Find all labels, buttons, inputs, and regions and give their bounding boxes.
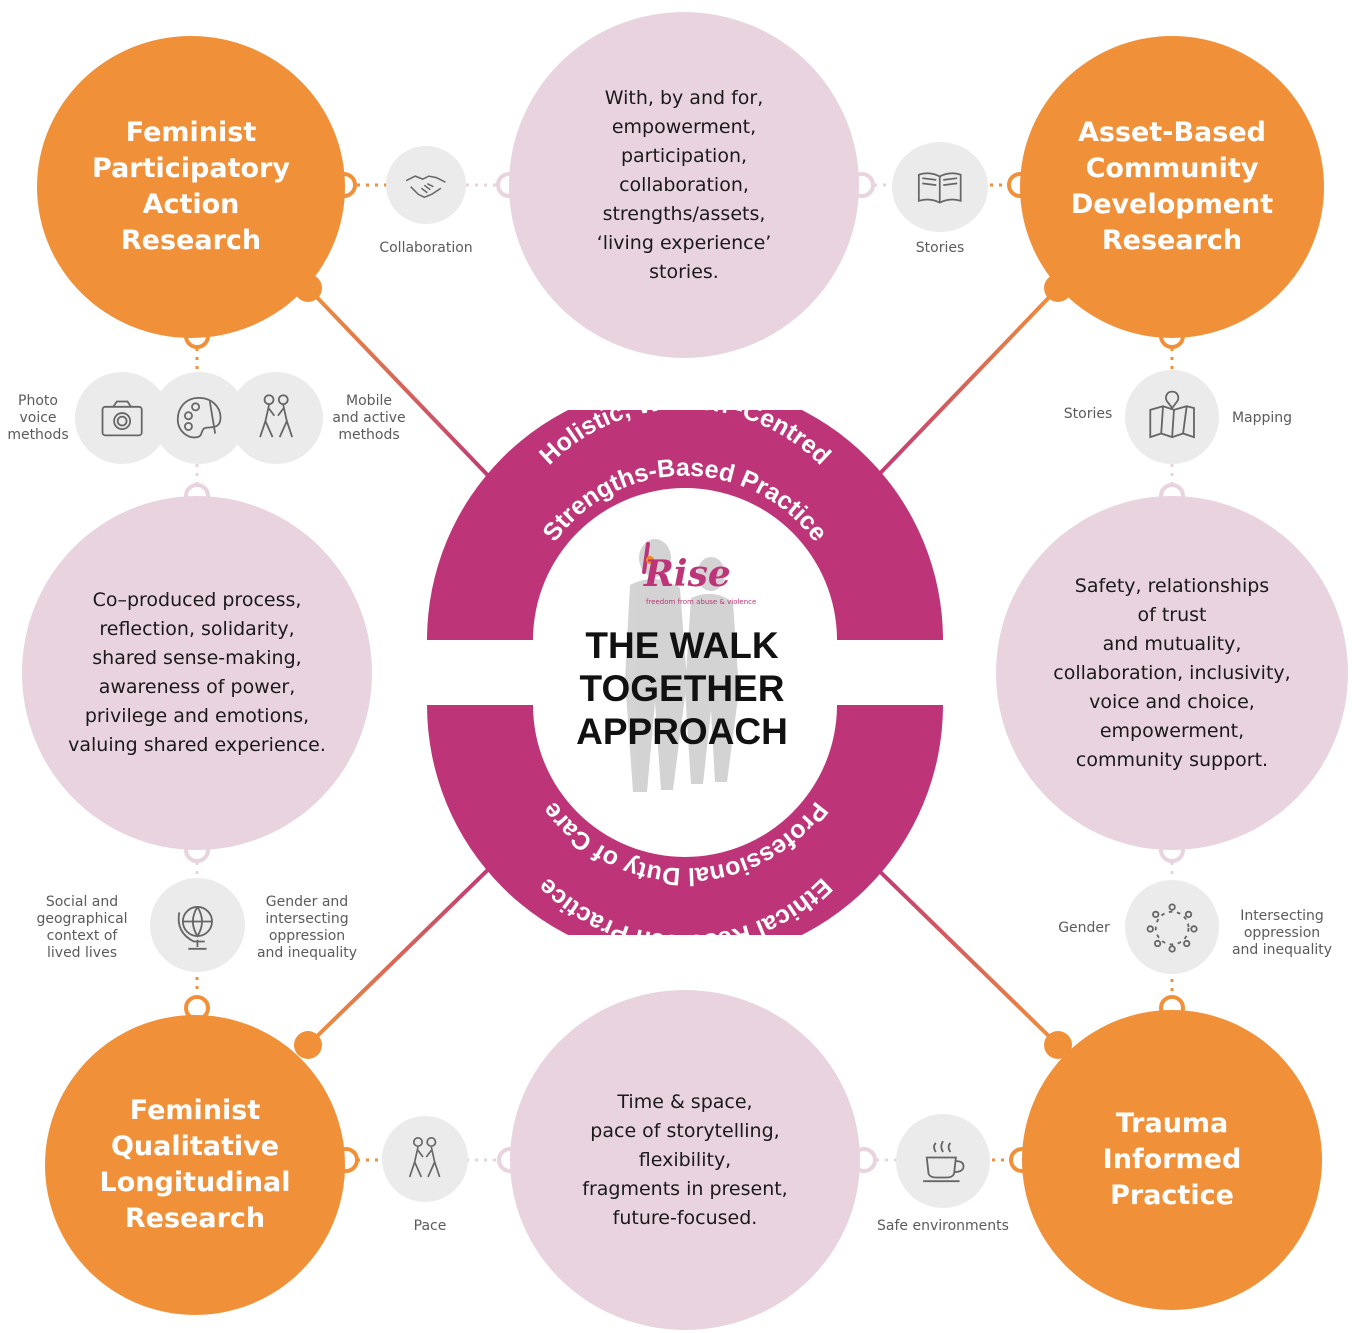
label-mobile-active: Mobile and active methods	[332, 393, 406, 443]
diagonal-connector-bl	[306, 856, 502, 1047]
diagonal-connector-br	[864, 856, 1060, 1047]
theme-top: With, by and for, empowerment, participa…	[509, 12, 859, 358]
center-title: THE WALK TOGETHER APPROACH	[576, 625, 788, 752]
book-icon	[892, 142, 988, 232]
approach-asset-based-community-development-research: Asset-Based Community Development Resear…	[1020, 36, 1324, 338]
label-safe-environments: Safe environments	[877, 1218, 1009, 1234]
central-ring: Holistic, Women–Centred Strengths-Based …	[427, 410, 943, 935]
label-stories-top: Stories	[915, 240, 965, 256]
logo-wordmark: Rise	[644, 553, 731, 595]
globe-icon	[150, 878, 245, 972]
approach-trauma-informed-practice: Trauma Informed Practice	[1022, 1010, 1322, 1310]
handshake-icon	[386, 146, 466, 224]
ring-top-band	[427, 410, 943, 640]
theme-bottom: Time & space, pace of storytelling, flex…	[510, 990, 860, 1330]
label-social-geographical: Social and geographical context of lived…	[36, 894, 128, 961]
walking-silhouette	[625, 539, 739, 792]
logo-tagline: freedom from abuse & violence	[646, 598, 757, 606]
diagonal-connector-tl	[306, 286, 502, 490]
label-pace: Pace	[413, 1218, 447, 1234]
approach-feminist-participatory-action-research: Feminist Participatory Action Research	[37, 36, 345, 338]
rise-logo: Rise freedom from abuse & violence	[636, 538, 756, 614]
ring-bottom-band	[427, 705, 943, 935]
label-mapping: Mapping	[1231, 410, 1293, 426]
approach-feminist-qualitative-longitudinal-research: Feminist Qualitative Longitudinal Resear…	[45, 1015, 345, 1315]
label-gender-intersecting: Gender and intersecting oppression and i…	[256, 894, 358, 961]
label-intersecting-oppression: Intersecting oppression and inequality	[1231, 908, 1333, 958]
theme-left: Co–produced process, reflection, solidar…	[22, 496, 372, 850]
map-pin-icon	[1125, 370, 1219, 464]
walking-people-icon	[229, 372, 323, 464]
label-collaboration: Collaboration	[379, 240, 473, 256]
label-gender: Gender	[1058, 920, 1110, 936]
theme-right: Safety, relationships of trust and mutua…	[996, 496, 1348, 850]
label-photo-voice: Photo voice methods	[7, 393, 69, 443]
rise-logo-mark	[642, 542, 654, 574]
label-stories-right: Stories	[1063, 406, 1113, 422]
circle-of-people-icon	[1125, 880, 1219, 974]
coffee-cup-icon	[896, 1114, 990, 1208]
diagonal-connector-tr	[864, 286, 1060, 490]
pace-walking-icon	[382, 1116, 468, 1202]
